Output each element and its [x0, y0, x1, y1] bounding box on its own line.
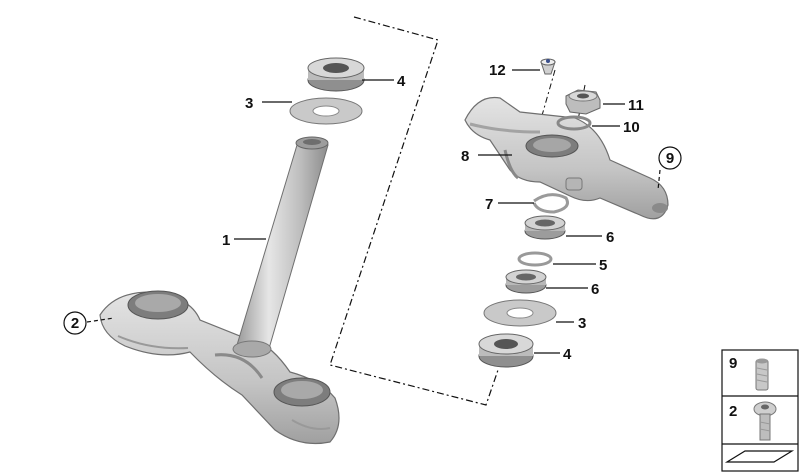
- callout-3-upper: 3: [245, 95, 253, 112]
- lock-washer: [517, 251, 553, 267]
- seal-washer-lower: [483, 299, 557, 327]
- callout-5: 5: [599, 257, 607, 274]
- callout-9-circle: [658, 146, 682, 170]
- grub-screw-icon: [755, 358, 769, 391]
- callout-4-lower: 4: [563, 346, 572, 363]
- callout-7: 7: [485, 196, 493, 213]
- callout-11: 11: [628, 97, 644, 114]
- catalog-arrow-icon: [724, 450, 795, 463]
- callout-3-lower: 3: [578, 315, 586, 332]
- steering-stem: [232, 136, 329, 358]
- tapered-roller-bearing-lower: [478, 333, 534, 368]
- callout-1: 1: [222, 232, 230, 249]
- callout-2: 2: [71, 315, 79, 332]
- callout-10: 10: [623, 119, 640, 136]
- button-head-screw-icon: [753, 401, 777, 441]
- callout-6-upper: 6: [606, 229, 614, 246]
- slotted-nut-upper: [524, 215, 566, 240]
- leader-lines: [86, 69, 661, 354]
- circlip: [532, 193, 569, 214]
- plug-cap: [540, 58, 556, 75]
- callout-6-lower: 6: [591, 281, 599, 298]
- callout-4-upper: 4: [397, 73, 406, 90]
- seal-washer-upper: [289, 97, 363, 125]
- callout-12: 12: [489, 62, 506, 79]
- hex-nut-top: [565, 89, 601, 115]
- lower-triple-clamp: [99, 290, 340, 445]
- washer-top: [556, 115, 592, 131]
- slotted-nut-lower: [505, 269, 547, 294]
- callout-9: 9: [666, 150, 674, 167]
- assembly-path-line: [329, 16, 499, 406]
- legend-panel: 9 2: [721, 349, 799, 472]
- callout-8: 8: [461, 148, 469, 165]
- callout-2-circle: [63, 311, 87, 335]
- legend-item-label: 9: [729, 355, 737, 372]
- tapered-roller-bearing-upper: [307, 57, 365, 92]
- legend-item-label: 2: [729, 403, 737, 420]
